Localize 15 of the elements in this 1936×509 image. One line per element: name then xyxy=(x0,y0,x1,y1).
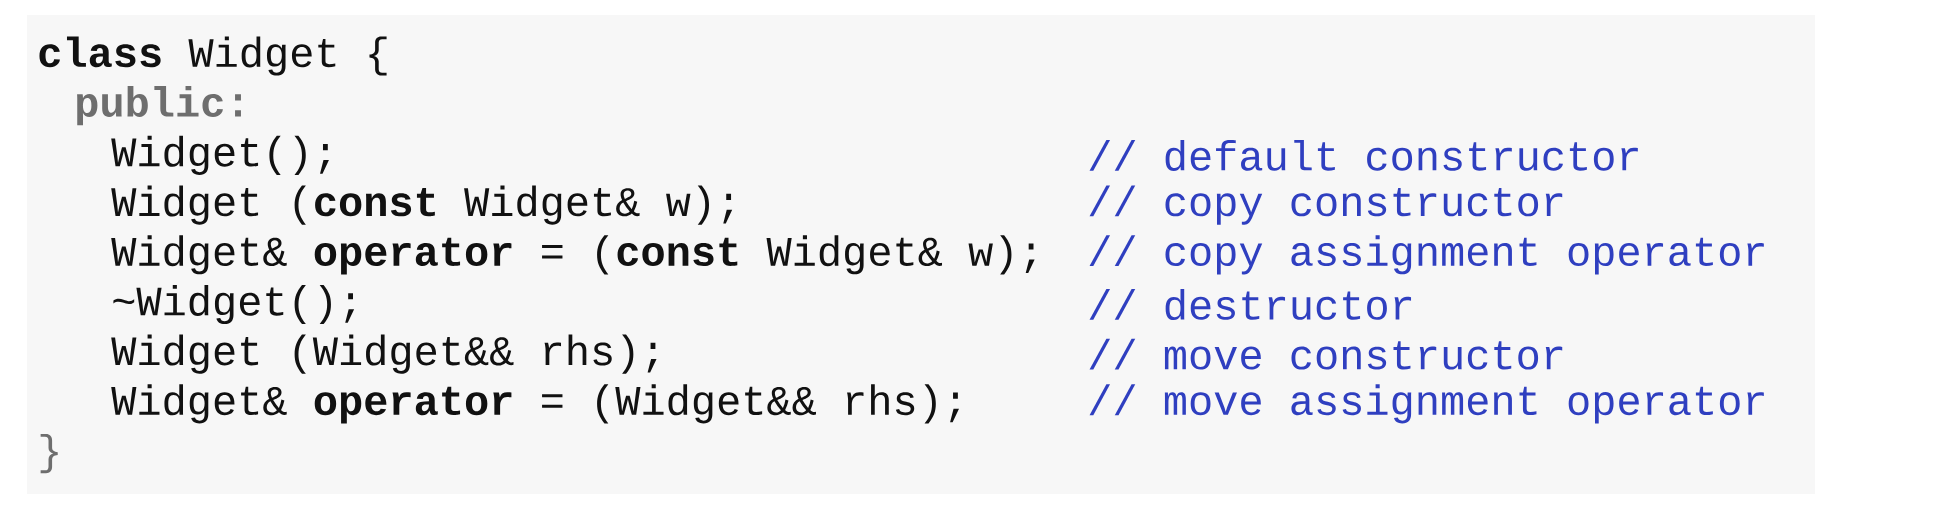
code-line: Widget (const Widget& w); xyxy=(111,185,733,225)
code-line: Widget& operator = (Widget&& rhs); xyxy=(111,384,959,424)
code-line: } xyxy=(40,434,58,474)
code-comment: // copy assignment operator xyxy=(1089,235,1764,275)
code-line: class Widget { xyxy=(39,36,387,76)
code-comment: // destructor xyxy=(1089,289,1412,320)
code-comment: // copy constructor xyxy=(1089,185,1563,225)
code-line: Widget(); xyxy=(111,135,329,175)
code-comment: // move constructor xyxy=(1089,338,1563,370)
code-comment: // move assignment operator xyxy=(1089,384,1764,424)
code-line: public: xyxy=(77,86,241,126)
code-line: Widget (Widget&& rhs); xyxy=(111,334,657,374)
code-line: Widget& operator = (const Widget& w); xyxy=(111,235,1035,275)
code-line: ~Widget(); xyxy=(113,284,355,325)
code-comment: // default constructor xyxy=(1089,139,1638,171)
